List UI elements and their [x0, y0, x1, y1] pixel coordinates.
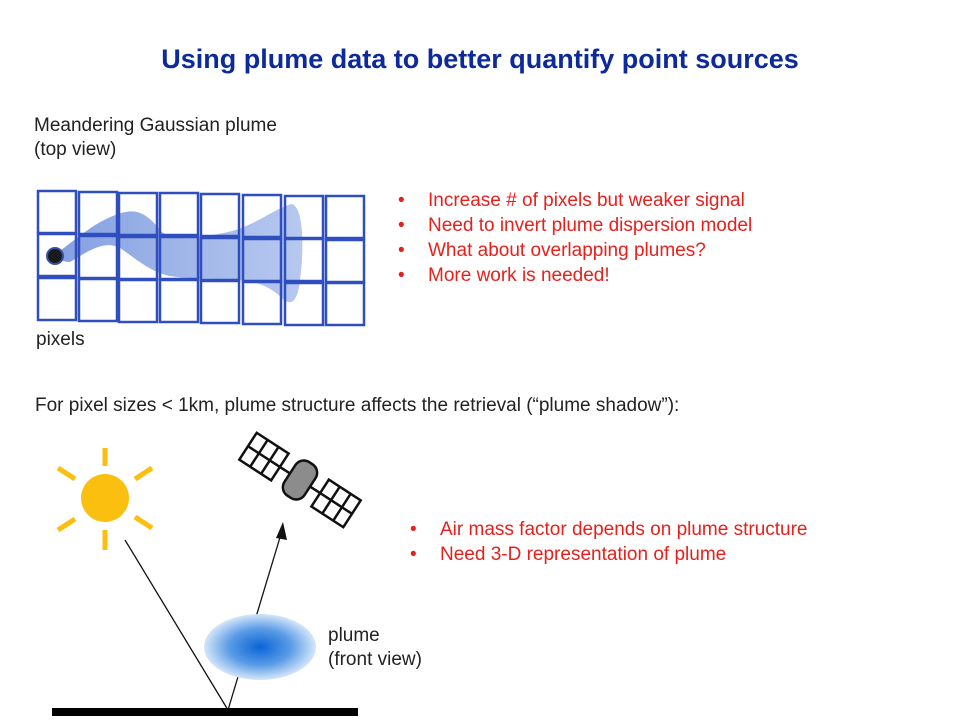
sun-icon — [56, 448, 154, 550]
ground-surface — [52, 708, 358, 716]
pixels-label: pixels — [36, 329, 85, 350]
pixel-cell — [77, 277, 119, 323]
pixel-cell — [36, 232, 78, 278]
pixel-cell — [117, 278, 159, 324]
reflected-ray-arrowhead — [276, 522, 287, 540]
plume-top-view — [56, 204, 303, 303]
page-title: Using plume data to better quantify poin… — [161, 44, 799, 74]
bullet-item: What about overlapping plumes? — [398, 238, 938, 263]
pixel-cell — [117, 191, 159, 237]
pixel-cell — [77, 190, 119, 236]
pixel-cell — [283, 237, 325, 283]
plume-front-view — [204, 614, 316, 680]
pixel-cell — [36, 276, 78, 322]
pixel-size-statement: For pixel sizes < 1km, plume structure a… — [35, 395, 680, 416]
pixel-grid — [36, 189, 366, 327]
pixel-cell — [158, 191, 200, 237]
front-view-label-line2: (front view) — [328, 649, 422, 670]
front-view-label: plume (front view) — [328, 624, 422, 672]
bullet-item: More work is needed! — [398, 263, 938, 288]
bullet-item: Need to invert plume dispersion model — [398, 213, 938, 238]
bullet-item: Need 3-D representation of plume — [410, 542, 930, 567]
front-view-bullets: Air mass factor depends on plume structu… — [410, 517, 930, 567]
point-source-icon — [46, 247, 64, 265]
top-view-bullets: Increase # of pixels but weaker signal N… — [398, 188, 938, 288]
pixel-cell — [199, 192, 241, 238]
bullet-item: Increase # of pixels but weaker signal — [398, 188, 938, 213]
pixel-cell — [324, 238, 366, 284]
pixel-cell — [324, 194, 366, 240]
bullet-item: Air mass factor depends on plume structu… — [410, 517, 930, 542]
pixel-cell — [241, 193, 283, 239]
satellite-icon — [237, 431, 363, 529]
pixel-cell — [199, 279, 241, 325]
pixel-cell — [324, 281, 366, 327]
front-view-label-line1: plume — [328, 625, 380, 646]
pixel-cell — [36, 189, 78, 235]
pixel-cell — [241, 280, 283, 326]
pixel-cell — [158, 278, 200, 324]
top-view-label-line1: Meandering Gaussian plume — [34, 115, 277, 136]
incident-ray — [124, 539, 229, 711]
top-view-label: Meandering Gaussian plume (top view) — [34, 114, 277, 162]
top-view-label-line2: (top view) — [34, 139, 117, 160]
pixel-cell — [283, 281, 325, 327]
